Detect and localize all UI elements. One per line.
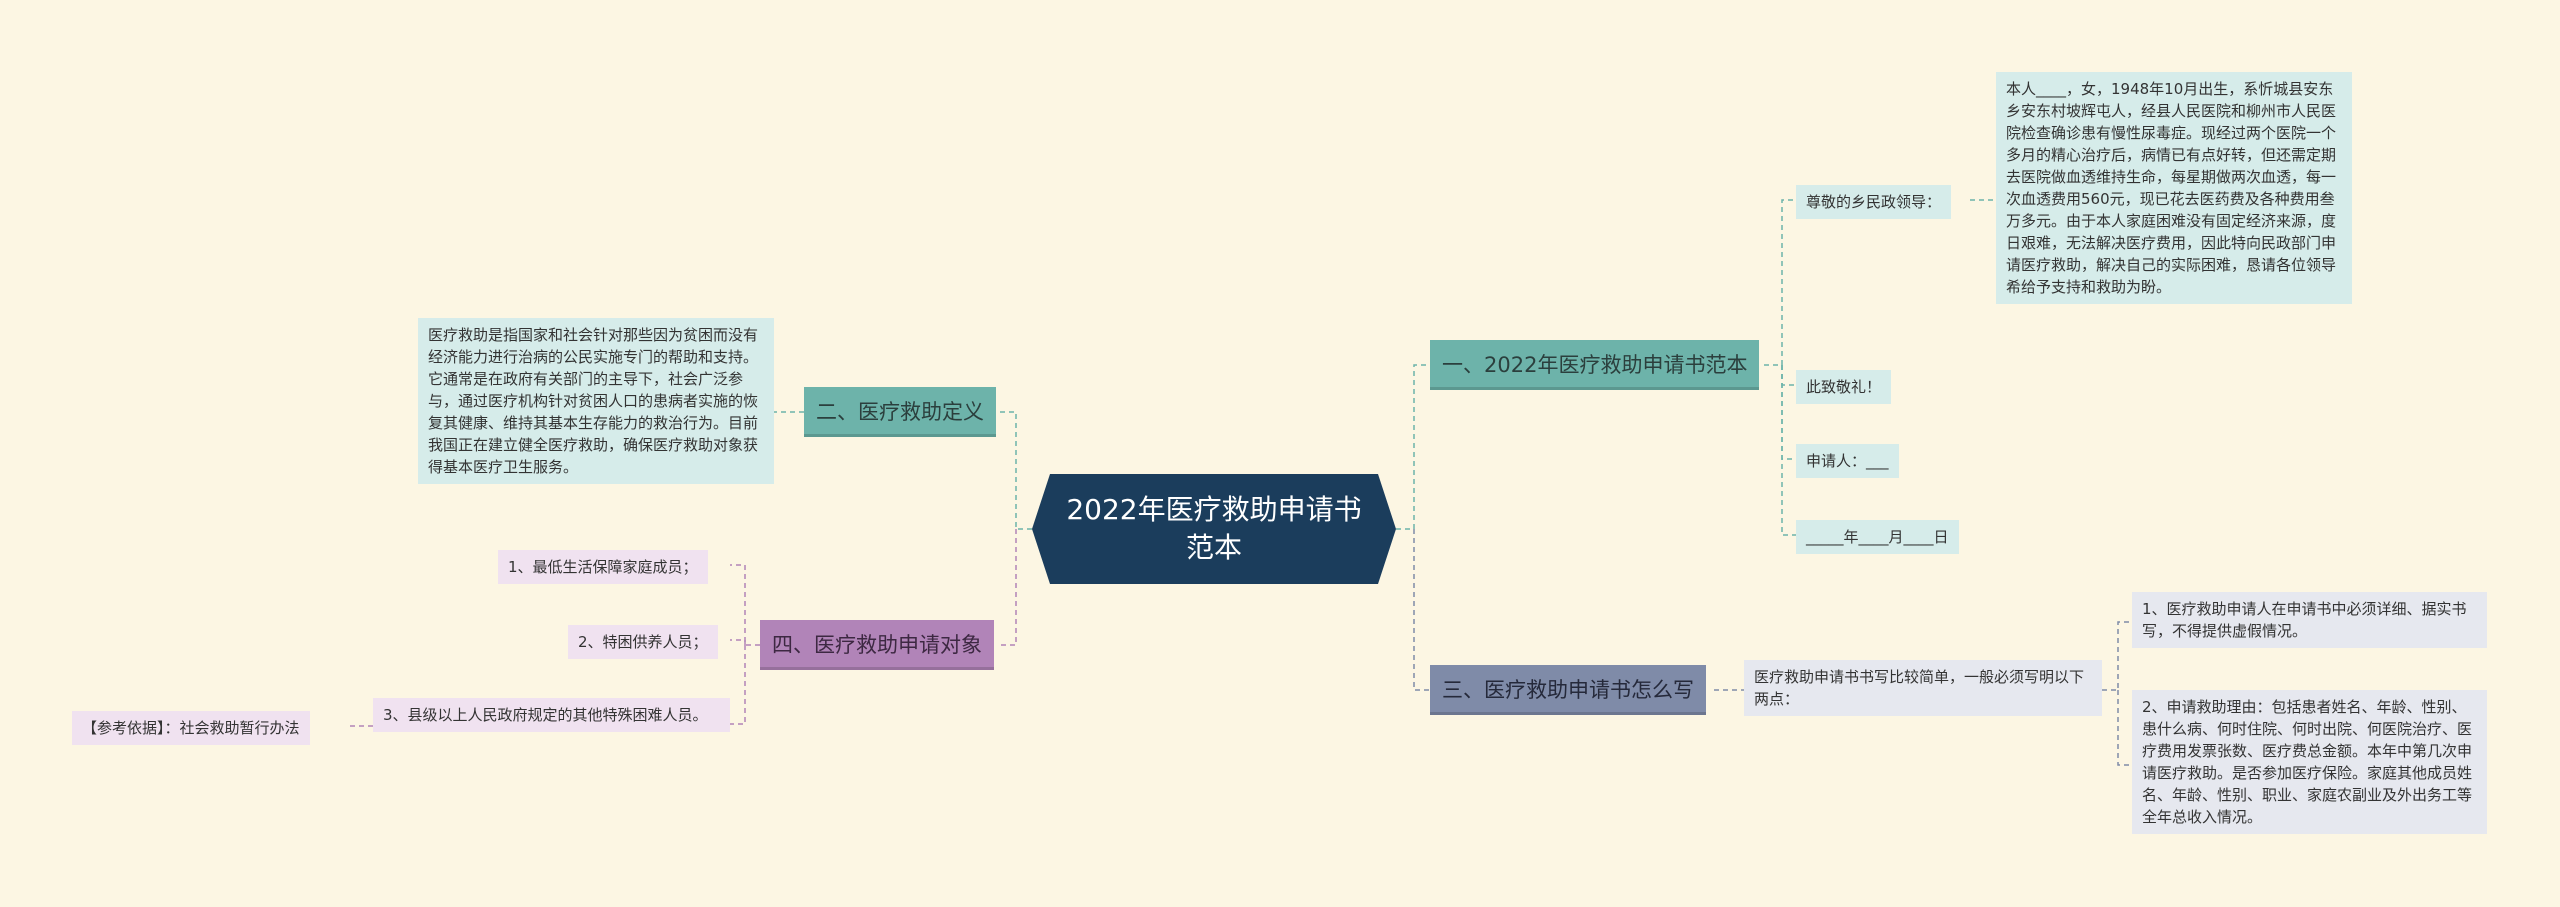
leaf-text: 2、申请救助理由：包括患者姓名、年龄、性别、患什么病、何时住院、何时出院、何医院… (2142, 698, 2473, 826)
leaf-point-1[interactable]: 1、医疗救助申请人在申请书中必须详细、据实书写，不得提供虚假情况。 (2132, 592, 2487, 648)
leaf-text: 1、最低生活保障家庭成员； (508, 558, 698, 576)
leaf-text: 【参考依据】：社会救助暂行办法 (82, 719, 300, 737)
leaf-text: 3、县级以上人民政府规定的其他特殊困难人员。 (383, 706, 708, 724)
leaf-point-2[interactable]: 2、申请救助理由：包括患者姓名、年龄、性别、患什么病、何时住院、何时出院、何医院… (2132, 690, 2487, 834)
branch-eligible-recipients[interactable]: 四、医疗救助申请对象 (760, 620, 994, 670)
branch-how-to-write[interactable]: 三、医疗救助申请书怎么写 (1430, 665, 1706, 715)
branch-definition[interactable]: 二、医疗救助定义 (804, 387, 996, 437)
branch-label: 二、医疗救助定义 (816, 400, 984, 424)
leaf-text: 本人____，女，1948年10月出生，系忻城县安东乡安东村坡辉屯人，经县人民医… (2006, 80, 2337, 296)
leaf-text: 2、特困供养人员； (578, 633, 708, 651)
leaf-text: 申请人：___ (1806, 452, 1889, 470)
leaf-recipient-1[interactable]: 1、最低生活保障家庭成员； (498, 550, 708, 584)
leaf-recipient-2[interactable]: 2、特困供养人员； (568, 625, 718, 659)
branch-label: 一、2022年医疗救助申请书范本 (1442, 353, 1748, 377)
branch-label: 四、医疗救助申请对象 (772, 633, 982, 657)
leaf-text: _____年____月____日 (1806, 528, 1949, 546)
leaf-text: 医疗救助是指国家和社会针对那些因为贫困而没有经济能力进行治病的公民实施专门的帮助… (428, 326, 759, 476)
leaf-recipient-3[interactable]: 3、县级以上人民政府规定的其他特殊困难人员。 (373, 698, 730, 732)
leaf-text: 此致敬礼！ (1806, 378, 1882, 396)
root-topic[interactable]: 2022年医疗救助申请书范本 (1032, 474, 1396, 584)
leaf-writing-intro[interactable]: 医疗救助申请书书写比较简单，一般必须写明以下两点： (1744, 660, 2102, 716)
branch-label: 三、医疗救助申请书怎么写 (1442, 678, 1694, 702)
branch-application-sample[interactable]: 一、2022年医疗救助申请书范本 (1430, 340, 1760, 390)
leaf-text: 医疗救助申请书书写比较简单，一般必须写明以下两点： (1754, 668, 2085, 708)
leaf-letter-body[interactable]: 本人____，女，1948年10月出生，系忻城县安东乡安东村坡辉屯人，经县人民医… (1996, 72, 2352, 304)
leaf-reference[interactable]: 【参考依据】：社会救助暂行办法 (72, 711, 310, 745)
root-title: 2022年医疗救助申请书范本 (1066, 493, 1362, 564)
leaf-salutation[interactable]: 尊敬的乡民政领导： (1796, 185, 1952, 219)
leaf-date[interactable]: _____年____月____日 (1796, 520, 1959, 554)
leaf-text: 1、医疗救助申请人在申请书中必须详细、据实书写，不得提供虚假情况。 (2142, 600, 2467, 640)
leaf-text: 尊敬的乡民政领导： (1806, 193, 1942, 211)
leaf-closing[interactable]: 此致敬礼！ (1796, 370, 1892, 404)
leaf-applicant[interactable]: 申请人：___ (1796, 444, 1899, 478)
leaf-definition[interactable]: 医疗救助是指国家和社会针对那些因为贫困而没有经济能力进行治病的公民实施专门的帮助… (418, 318, 774, 484)
